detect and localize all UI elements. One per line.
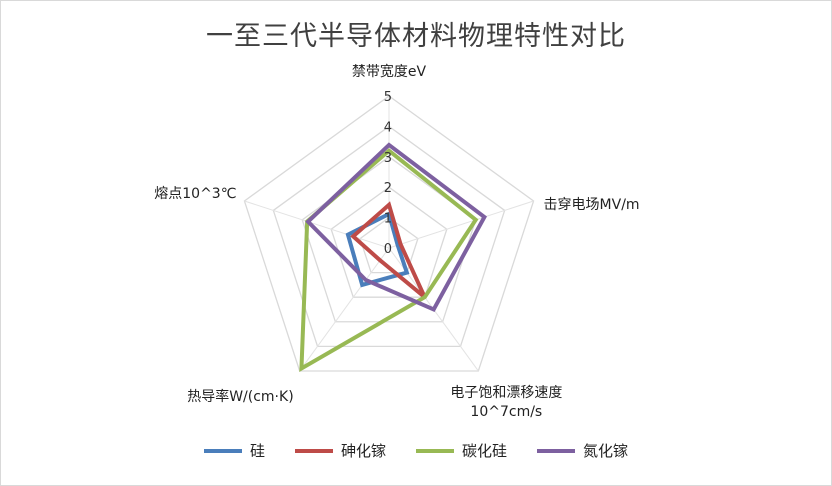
legend-label: 碳化硅 [462, 442, 508, 460]
spoke [244, 200, 390, 249]
legend-swatch [537, 448, 576, 453]
grid-ring [359, 216, 419, 274]
tick-label: 1 [384, 212, 392, 227]
radar-spokes [244, 96, 534, 372]
tick-label: 2 [384, 181, 392, 196]
tick-label: 4 [384, 120, 392, 135]
legend-swatch [416, 448, 454, 453]
legend-swatch [203, 448, 242, 453]
tick-label: 0 [384, 242, 392, 257]
legend-label: 硅 [249, 442, 265, 460]
tick-label: 3 [384, 151, 392, 166]
radar-series [299, 142, 487, 373]
legend-label: 氮化镓 [583, 442, 629, 460]
axis-label: 热导率W/(cm·K) [187, 388, 293, 405]
radar-tick-labels: 0 1 2 3 4 5 [384, 90, 392, 257]
spoke [388, 200, 534, 249]
legend-swatch [294, 448, 333, 453]
series-line-1 [350, 201, 427, 299]
radar-grid [243, 95, 535, 372]
series-line-0 [345, 211, 410, 288]
series-line-3 [305, 142, 487, 313]
legend-item: 砷化镓 [294, 440, 386, 461]
legend-item: 碳化硅 [416, 440, 507, 461]
spoke [299, 247, 390, 372]
grid-ring [272, 125, 506, 348]
tick-label: 5 [384, 90, 392, 105]
grid-ring [243, 95, 535, 372]
axis-label: 禁带宽度eV [352, 63, 427, 80]
grid-ring [330, 186, 448, 298]
legend-item: 氮化镓 [537, 440, 628, 461]
axis-label: 击穿电场MV/m [544, 197, 640, 213]
axis-label: 熔点10^3℃ [154, 186, 236, 202]
legend: 硅 砷化镓 碳化硅 氮化镓 [0, 440, 832, 461]
legend-label: 砷化镓 [340, 442, 386, 460]
chart-title: 一至三代半导体材料物理特性对比 [206, 21, 626, 52]
legend-item: 硅 [203, 440, 265, 461]
